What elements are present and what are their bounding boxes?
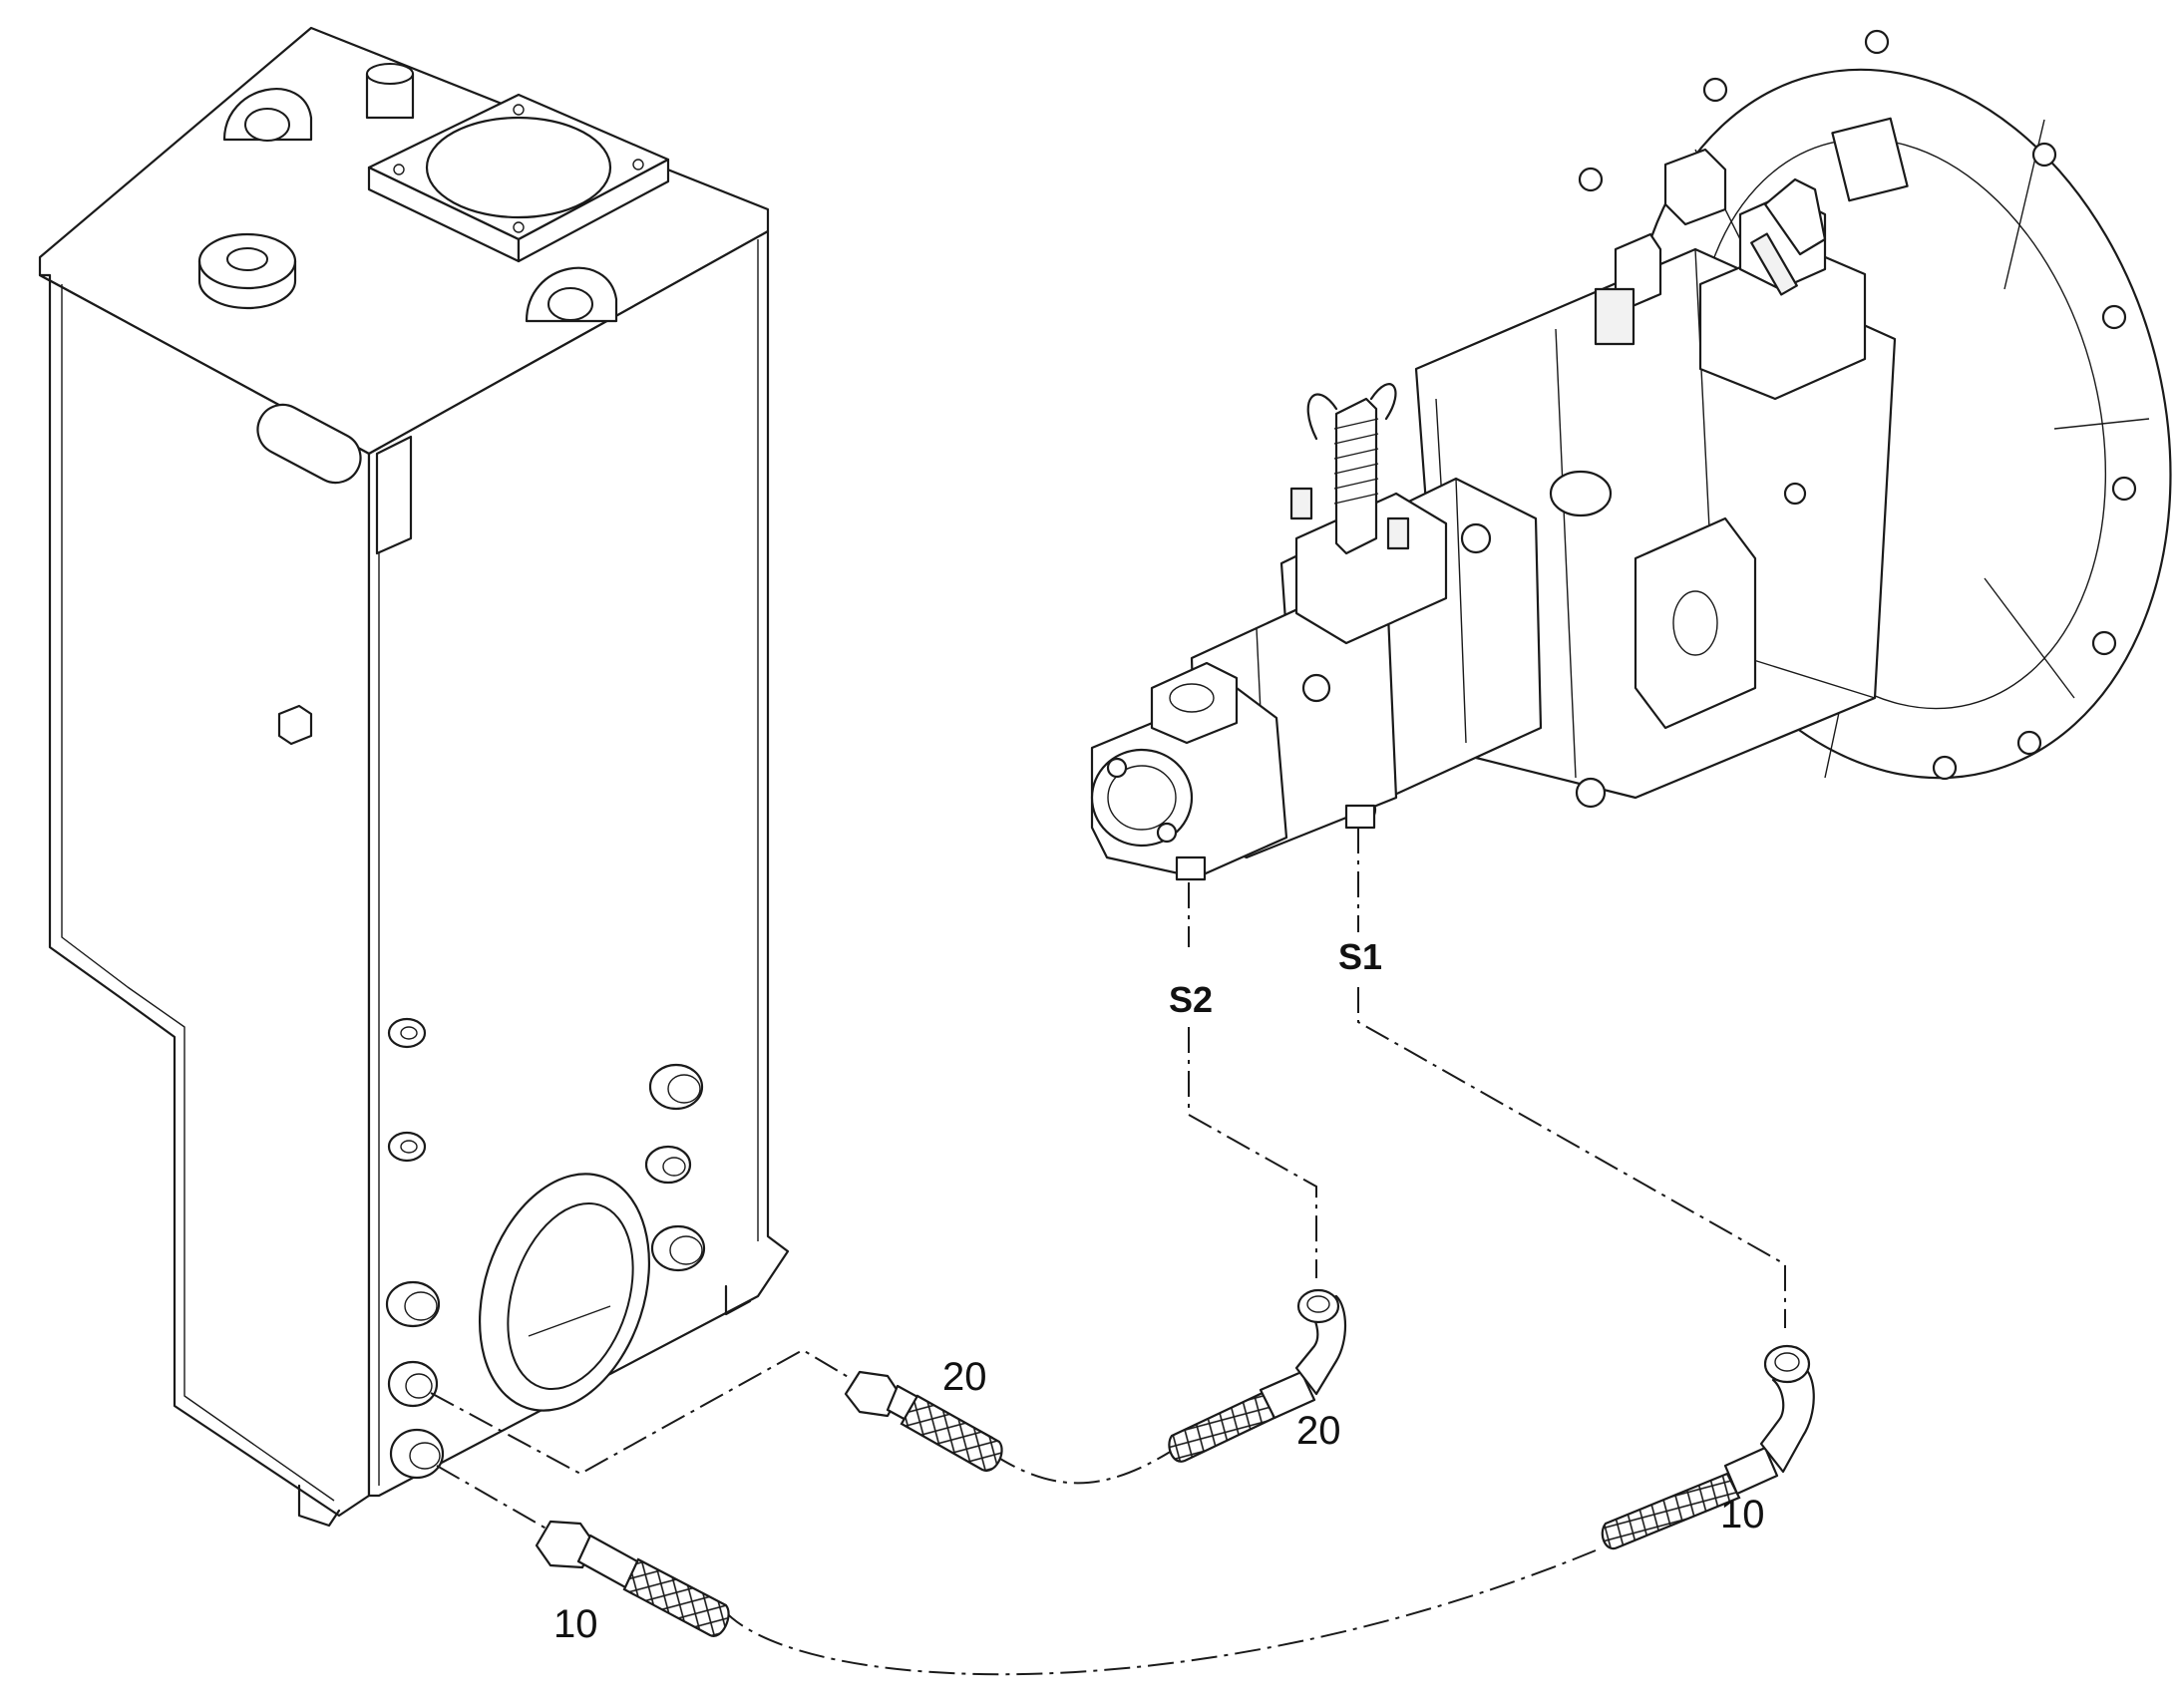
callout-hose-10-right: 10 [1720,1493,1765,1537]
identification-plate [256,403,362,485]
hose-20-tank-end [844,1370,1003,1473]
tank-left-inner-edge [61,284,335,1502]
tank-port-fitting-1 [387,1017,427,1049]
hose-20-pump-end [1168,1288,1346,1463]
pressure-test-coupling [1289,383,1410,555]
port-label-s1: S1 [1338,936,1382,977]
inspection-cover [478,1173,651,1412]
filler-neck [365,63,415,120]
return-filter-flange [367,93,670,263]
tank-foot-right [724,1284,752,1316]
pump-suction-port-s1 [1344,804,1376,830]
hose-10-tank-end [535,1520,730,1637]
route-line-s2 [1188,882,1317,1278]
port-label-s2: S2 [1169,979,1213,1020]
callout-hose-20-upper: 20 [942,1355,987,1399]
tank-right-face [367,229,790,1498]
hose-route-lines [430,828,1786,1676]
breather-flange [197,232,297,310]
mounting-bracket [375,435,413,555]
callout-hose-20-lower: 20 [1296,1409,1341,1453]
hydraulic-tank [38,26,790,1528]
lifting-eye-rear [222,88,313,142]
route-line-hose-10 [436,1465,1597,1676]
tank-port-fitting-4 [644,1145,692,1185]
tank-port-fitting-2 [387,1131,427,1163]
hydraulic-pump-assembly [1090,29,2172,881]
front-pump-end [1090,661,1288,879]
tank-port-fitting-5 [650,1224,706,1272]
tank-suction-port-s2 [387,1360,439,1408]
hose-10-pump-end [1601,1344,1815,1550]
tank-suction-port-s1 [389,1428,445,1480]
tank-port-fitting-6 [385,1280,441,1328]
route-line-hose-20 [430,1348,1173,1485]
route-line-s1 [1357,828,1786,1328]
lifting-eye-front [525,266,618,323]
tank-port-fitting-3 [648,1063,704,1111]
callout-hose-10-left: 10 [553,1602,598,1646]
sight-block [277,704,313,746]
pump-suction-port-s2 [1175,855,1207,881]
control-valve-block [1594,148,1867,401]
tank-foot-left [297,1484,341,1528]
